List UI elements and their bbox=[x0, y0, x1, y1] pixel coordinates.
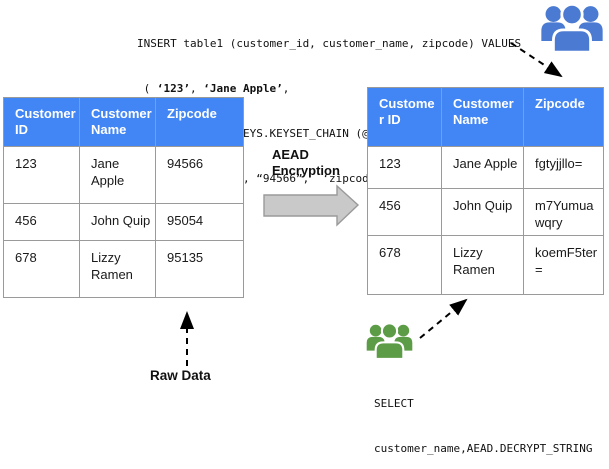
table-cell: 95054 bbox=[155, 203, 244, 241]
dashed-arrow-select-flow bbox=[419, 298, 468, 339]
table-cell: fgtyjjllo= bbox=[523, 146, 604, 189]
table-cell: Lizzy Ramen bbox=[79, 240, 156, 298]
table-cell: Lizzy Ramen bbox=[441, 235, 524, 295]
table-cell: 678 bbox=[367, 235, 442, 295]
table-row: 678 Lizzy Ramen koemF5ter= bbox=[367, 235, 604, 295]
table-cell: John Quip bbox=[441, 188, 524, 236]
table-cell: 123 bbox=[367, 146, 442, 189]
users-group-icon bbox=[366, 322, 413, 361]
encryption-block-arrow bbox=[263, 184, 360, 227]
column-header: Customer Name bbox=[441, 87, 524, 147]
code-line: ( ‘123’, ‘Jane Apple’, bbox=[137, 82, 290, 95]
table-cell: 678 bbox=[3, 240, 80, 298]
column-header: Zipcode bbox=[155, 97, 244, 147]
select-query-code: SELECT customer_name,AEAD.DECRYPT_STRING… bbox=[374, 366, 593, 469]
code-line: customer_name,AEAD.DECRYPT_STRING bbox=[374, 442, 593, 455]
encrypted-data-table: Customer ID Customer Name Zipcode 123 Ja… bbox=[367, 87, 604, 295]
table-row: 678 Lizzy Ramen 95135 bbox=[3, 240, 244, 298]
column-header: Customer ID bbox=[367, 87, 442, 147]
column-header: Customer Name bbox=[79, 97, 156, 147]
aead-encryption-label: AEAD Encryption bbox=[272, 147, 340, 178]
column-header: Customer ID bbox=[3, 97, 80, 147]
table-header-row: Customer ID Customer Name Zipcode bbox=[367, 87, 604, 147]
table-cell: 456 bbox=[3, 203, 80, 241]
raw-data-table: Customer ID Customer Name Zipcode 123 Ja… bbox=[3, 97, 244, 298]
table-cell: koemF5ter= bbox=[523, 235, 604, 295]
table-cell: Jane Apple bbox=[441, 146, 524, 189]
table-cell: 123 bbox=[3, 146, 80, 204]
table-header-row: Customer ID Customer Name Zipcode bbox=[3, 97, 244, 147]
table-row: 456 John Quip 95054 bbox=[3, 203, 244, 241]
code-line: SELECT bbox=[374, 397, 414, 410]
table-cell: 94566 bbox=[155, 146, 244, 204]
table-cell: m7Yumuawqry bbox=[523, 188, 604, 236]
table-row: 123 Jane Apple 94566 bbox=[3, 146, 244, 204]
dashed-arrow-raw-data bbox=[180, 311, 194, 366]
table-row: 123 Jane Apple fgtyjjllo= bbox=[367, 146, 604, 189]
table-cell: 456 bbox=[367, 188, 442, 236]
raw-data-label: Raw Data bbox=[150, 368, 211, 383]
table-row: 456 John Quip m7Yumuawqry bbox=[367, 188, 604, 236]
table-cell: 95135 bbox=[155, 240, 244, 298]
table-cell: Jane Apple bbox=[79, 146, 156, 204]
table-cell: John Quip bbox=[79, 203, 156, 241]
dashed-arrow-insert-flow bbox=[510, 42, 563, 78]
users-group-icon bbox=[541, 2, 603, 54]
code-line: INSERT table1 (customer_id, customer_nam… bbox=[137, 37, 522, 50]
column-header: Zipcode bbox=[523, 87, 604, 147]
